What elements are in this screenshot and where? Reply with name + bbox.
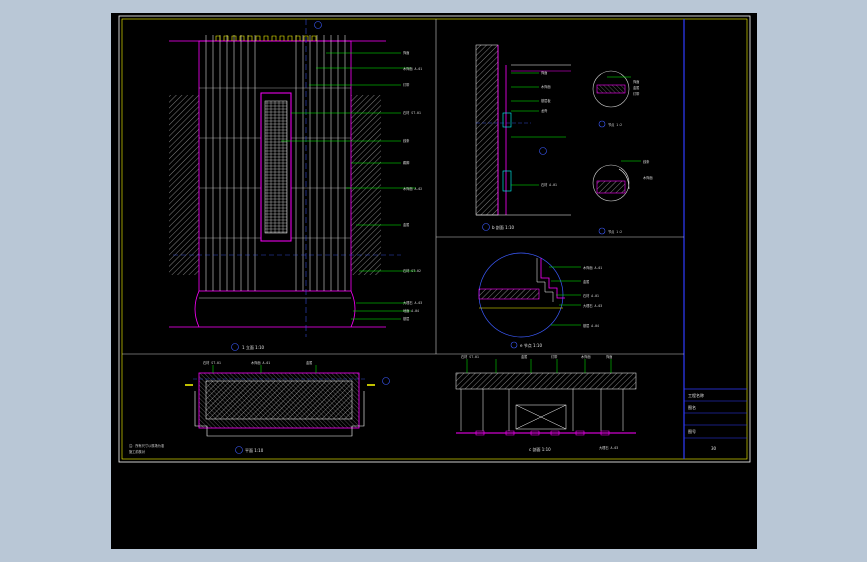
svg-text:木饰面 A-01: 木饰面 A-01 xyxy=(403,66,422,71)
svg-text:金属: 金属 xyxy=(306,360,312,365)
svg-text:基层: 基层 xyxy=(403,316,409,321)
svg-text:踢脚: 踢脚 xyxy=(403,160,409,165)
svg-text:灯带: 灯带 xyxy=(633,91,640,96)
section-b-view: 饰面 木饰面 基层板 龙骨 石材 A-01 b 剖面 1:10 xyxy=(475,44,571,231)
title-number-label: 图号 xyxy=(688,428,696,434)
svg-text:石材 ST-02: 石材 ST-02 xyxy=(403,268,421,273)
svg-text:线条: 线条 xyxy=(403,138,410,143)
title-project-label: 工程名称 xyxy=(688,392,704,398)
svg-text:施工前核对: 施工前核对 xyxy=(129,449,146,454)
svg-text:饰面: 饰面 xyxy=(403,50,409,55)
svg-text:石材 ST-01: 石材 ST-01 xyxy=(403,110,421,115)
svg-text:线条: 线条 xyxy=(643,159,650,164)
svg-text:木饰面 A-01: 木饰面 A-01 xyxy=(251,360,270,365)
svg-text:石材 A-01: 石材 A-01 xyxy=(541,182,557,187)
svg-text:金属: 金属 xyxy=(521,354,527,359)
svg-text:基层板: 基层板 xyxy=(541,98,551,103)
svg-text:石材 A-01: 石材 A-01 xyxy=(583,293,599,298)
svg-text:木饰面: 木饰面 xyxy=(541,84,551,89)
title-drawing-label: 图名 xyxy=(688,404,696,410)
svg-text:饰面: 饰面 xyxy=(633,79,639,84)
sheet-frame xyxy=(118,15,751,463)
title-page-number: 30 xyxy=(711,446,717,451)
svg-text:木饰面 A-01: 木饰面 A-01 xyxy=(583,265,602,270)
svg-text:木饰面 A-02: 木饰面 A-02 xyxy=(403,186,422,191)
section-b-caption: b 剖面 1:10 xyxy=(492,224,515,230)
cad-drawing-canvas[interactable]: 饰面 木饰面 A-01 灯带 石材 ST-01 线条 踢脚 木饰面 A-02 金… xyxy=(111,13,757,549)
svg-text:节点 1:2: 节点 1:2 xyxy=(608,229,622,234)
svg-text:基层 A-04: 基层 A-04 xyxy=(583,323,599,328)
svg-text:节点 1:2: 节点 1:2 xyxy=(608,122,622,127)
title-block: 工程名称 图名 图号 30 xyxy=(684,388,747,451)
svg-text:金属: 金属 xyxy=(403,222,409,227)
section-c-caption: c 剖面 1:10 xyxy=(529,446,551,452)
svg-text:饰面: 饰面 xyxy=(606,354,612,359)
svg-text:地面 A-04: 地面 A-04 xyxy=(403,308,419,313)
detail-circles: 饰面 金属 灯带 节点 1:2 线条 木饰面 节点 1:2 xyxy=(592,70,653,235)
sheet-inner-border xyxy=(121,18,748,460)
svg-text:石材 ST-01: 石材 ST-01 xyxy=(203,360,221,365)
section-c-view: 石材 ST-01 金属 灯带 木饰面 饰面 c 剖面 1:10 大理石 A-03 xyxy=(455,354,637,452)
svg-text:饰面: 饰面 xyxy=(541,70,547,75)
svg-text:大理石 A-03: 大理石 A-03 xyxy=(583,303,602,308)
svg-text:木饰面: 木饰面 xyxy=(581,354,591,359)
detail-e-caption: e 节点 1:10 xyxy=(520,342,542,348)
svg-text:石材 ST-01: 石材 ST-01 xyxy=(461,354,479,359)
elevation-caption: 1 立面 1:10 xyxy=(242,344,265,350)
detail-e-view: 木饰面 A-01 金属 石材 A-01 大理石 A-03 基层 A-04 e 节… xyxy=(478,252,602,349)
svg-text:大理石 A-03: 大理石 A-03 xyxy=(599,445,618,450)
svg-text:灯带: 灯带 xyxy=(551,354,558,359)
svg-text:金属: 金属 xyxy=(583,279,589,284)
svg-text:大理石 A-03: 大理石 A-03 xyxy=(403,300,422,305)
svg-text:金属: 金属 xyxy=(633,85,639,90)
cad-drawing: 饰面 木饰面 A-01 灯带 石材 ST-01 线条 踢脚 木饰面 A-02 金… xyxy=(118,15,751,463)
svg-text:注：所有尺寸以现场为准: 注：所有尺寸以现场为准 xyxy=(129,443,165,448)
elevation-view: 饰面 木饰面 A-01 灯带 石材 ST-01 线条 踢脚 木饰面 A-02 金… xyxy=(169,19,422,351)
plan-caption: 平面 1:10 xyxy=(245,448,264,453)
plan-view: 石材 ST-01 木饰面 A-01 金属 注：所有尺寸以现场为准 施工前核对 平… xyxy=(129,360,390,454)
svg-text:龙骨: 龙骨 xyxy=(541,108,547,113)
svg-text:灯带: 灯带 xyxy=(403,82,410,87)
svg-text:木饰面: 木饰面 xyxy=(643,175,653,180)
